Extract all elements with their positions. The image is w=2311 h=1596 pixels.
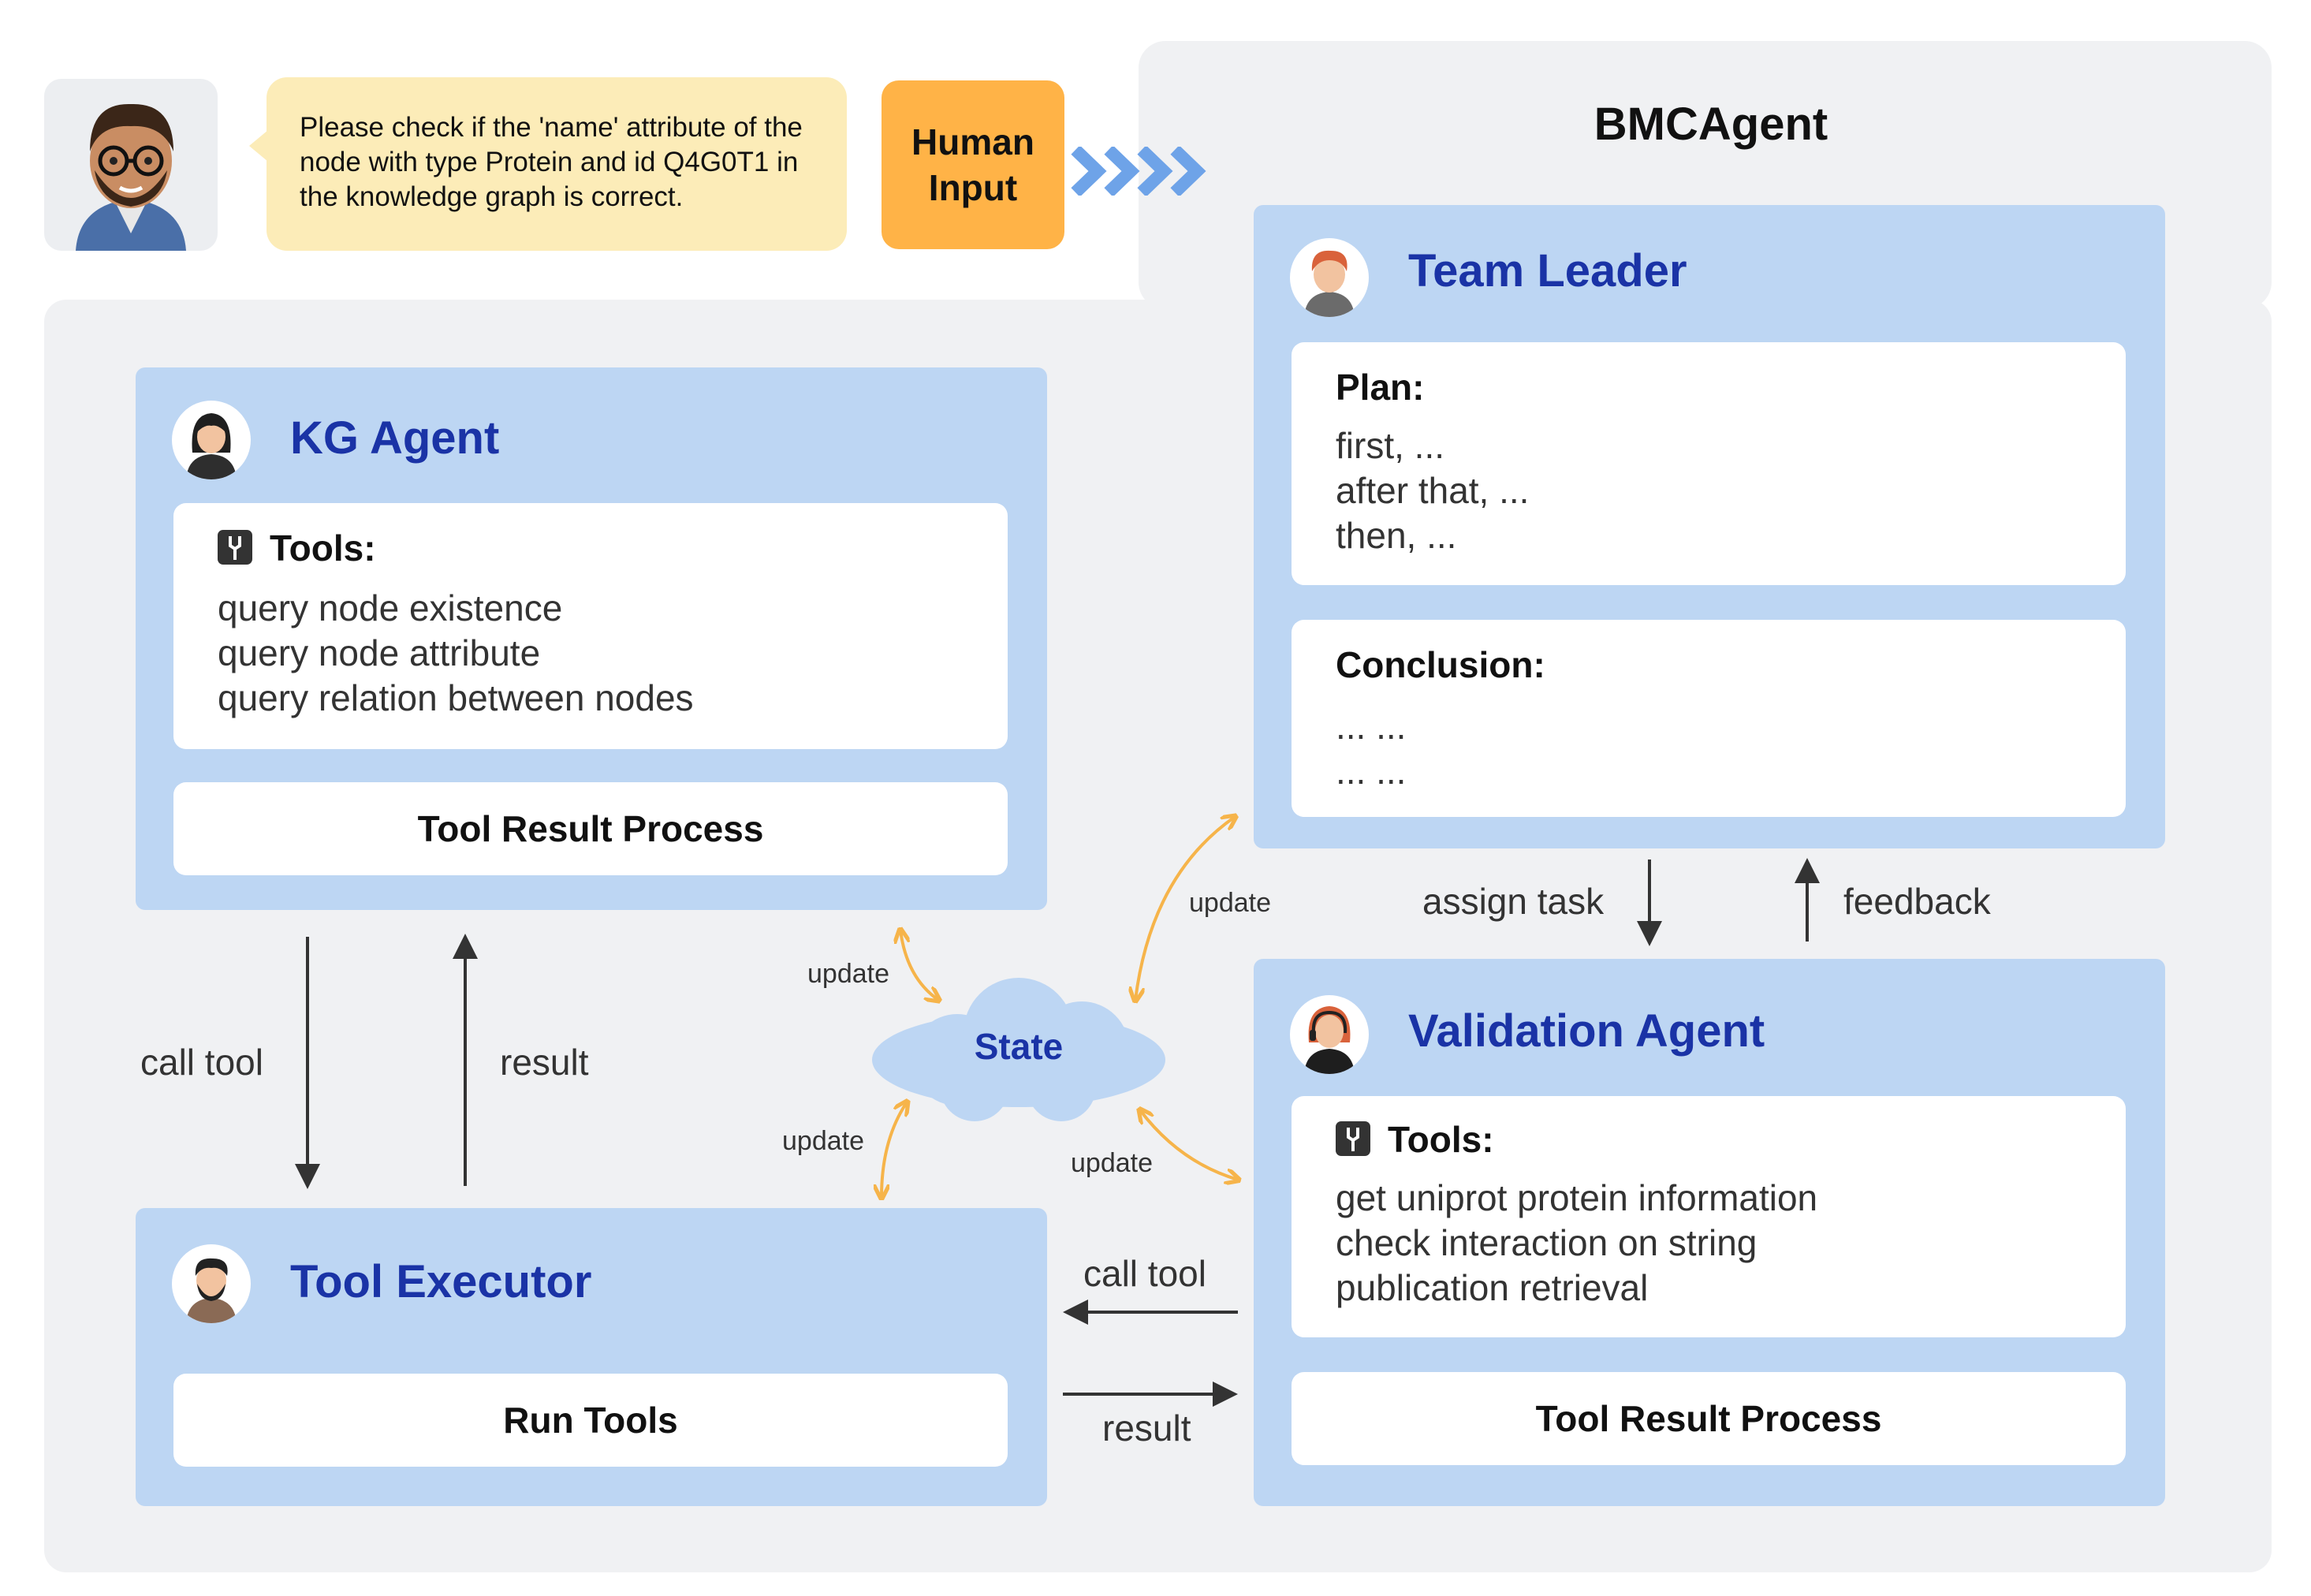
kg-agent-avatar xyxy=(172,401,251,479)
state-label: State xyxy=(974,1026,1064,1067)
input-chevrons-icon xyxy=(1071,147,1206,196)
update-executor-label: update xyxy=(782,1126,864,1156)
conclusion-card: Conclusion: ... ... ... ... xyxy=(1292,620,2126,817)
validation-tools-card: Tools: get uniprot protein information c… xyxy=(1292,1096,2126,1337)
validation-tool-item: get uniprot protein information xyxy=(1336,1177,1818,1218)
plan-step: first, ... xyxy=(1336,425,1444,466)
tool-executor-title: Tool Executor xyxy=(290,1256,592,1307)
update-validation-arrow xyxy=(1140,1110,1238,1180)
headset-woman-icon xyxy=(1304,1006,1355,1074)
tool-executor-avatar xyxy=(172,1244,251,1323)
feedback-label: feedback xyxy=(1843,881,1991,922)
run-tools-box: Run Tools xyxy=(173,1374,1008,1467)
human-avatar xyxy=(44,79,218,251)
kg-tool-item: query node attribute xyxy=(218,632,541,673)
plan-card: Plan: first, ... after that, ... then, .… xyxy=(1292,342,2126,585)
update-kg-label: update xyxy=(807,959,889,989)
human-input-button[interactable]: Human Input xyxy=(882,80,1064,249)
update-validation-label: update xyxy=(1071,1148,1153,1178)
woman-avatar-icon xyxy=(186,413,237,479)
kg-result-label: result xyxy=(500,1042,589,1083)
validation-tools-heading: Tools: xyxy=(1388,1119,1494,1160)
update-leader-label: update xyxy=(1189,888,1271,918)
bearded-man-icon xyxy=(186,1258,237,1323)
human-input-label-line: Input xyxy=(928,167,1018,208)
assign-task-label: assign task xyxy=(1422,881,1605,922)
plan-step: after that, ... xyxy=(1336,470,1530,511)
team-leader-panel: Team Leader Plan: first, ... after that,… xyxy=(1254,205,2165,848)
human-message-line: the knowledge graph is correct. xyxy=(300,181,684,212)
update-kg-arrow xyxy=(900,930,938,1000)
human-message-bubble: Please check if the 'name' attribute of … xyxy=(249,77,847,251)
team-leader-avatar xyxy=(1290,238,1369,317)
update-leader-arrow xyxy=(1135,817,1235,1000)
kg-tool-result-process: Tool Result Process xyxy=(173,782,1008,875)
update-executor-arrow xyxy=(882,1102,907,1197)
conclusion-line: ... ... xyxy=(1336,706,1407,747)
human-message-line: node with type Protein and id Q4G0T1 in xyxy=(300,147,799,177)
kg-tool-item: query relation between nodes xyxy=(218,677,694,718)
kg-tool-item: query node existence xyxy=(218,587,563,628)
red-haired-man-icon xyxy=(1304,250,1355,317)
plan-step: then, ... xyxy=(1336,515,1457,556)
kg-agent-panel: KG Agent Tools: query node existence que… xyxy=(136,367,1047,910)
validation-agent-avatar xyxy=(1290,995,1369,1074)
man-with-glasses-icon xyxy=(76,103,186,251)
validation-tool-item: check interaction on string xyxy=(1336,1222,1757,1263)
kg-tools-heading: Tools: xyxy=(270,528,376,569)
team-leader-title: Team Leader xyxy=(1408,245,1687,296)
conclusion-line: ... ... xyxy=(1336,751,1407,792)
speech-tail-icon xyxy=(249,126,273,166)
human-message-line: Please check if the 'name' attribute of … xyxy=(300,112,803,143)
system-title: BMCAgent xyxy=(1593,99,1828,150)
validation-tool-result-process: Tool Result Process xyxy=(1292,1372,2126,1465)
va-result-label: result xyxy=(1102,1408,1191,1449)
validation-agent-title: Validation Agent xyxy=(1408,1005,1765,1057)
wrench-icon xyxy=(218,530,252,565)
validation-tool-item: publication retrieval xyxy=(1336,1267,1649,1308)
wrench-icon xyxy=(1336,1121,1370,1156)
human-input-label-line: Human xyxy=(911,121,1034,162)
state-cloud-icon xyxy=(872,978,1165,1121)
kg-tools-card: Tools: query node existence query node a… xyxy=(173,503,1008,749)
tool-executor-panel: Tool Executor Run Tools xyxy=(136,1208,1047,1506)
kg-agent-title: KG Agent xyxy=(290,412,500,464)
va-call-tool-label: call tool xyxy=(1083,1253,1206,1294)
conclusion-heading: Conclusion: xyxy=(1336,644,1545,685)
validation-agent-panel: Validation Agent Tools: get uniprot prot… xyxy=(1254,959,2165,1506)
plan-heading: Plan: xyxy=(1336,367,1425,408)
kg-call-tool-label: call tool xyxy=(140,1042,263,1083)
